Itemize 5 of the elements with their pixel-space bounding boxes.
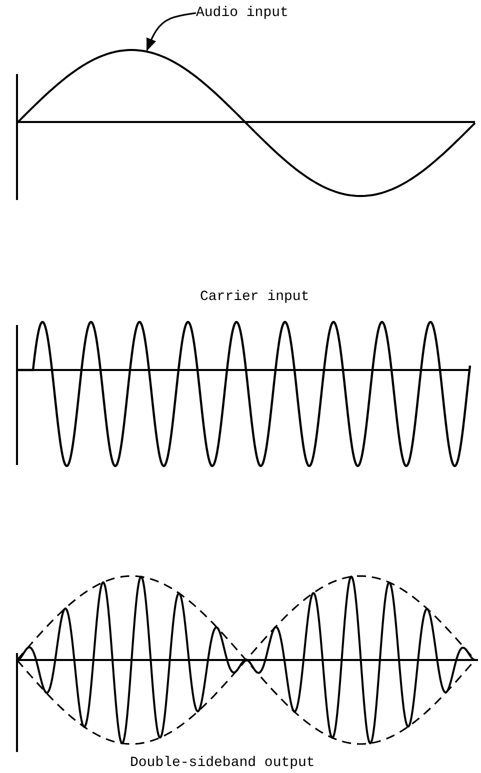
sine-wave-drawing: [17, 49, 475, 197]
caption-text: Double-sideband output: [130, 755, 315, 771]
caption-text: Audio input: [196, 5, 288, 21]
caption-text: Carrier input: [200, 289, 310, 305]
leader-arrow: [146, 12, 196, 52]
